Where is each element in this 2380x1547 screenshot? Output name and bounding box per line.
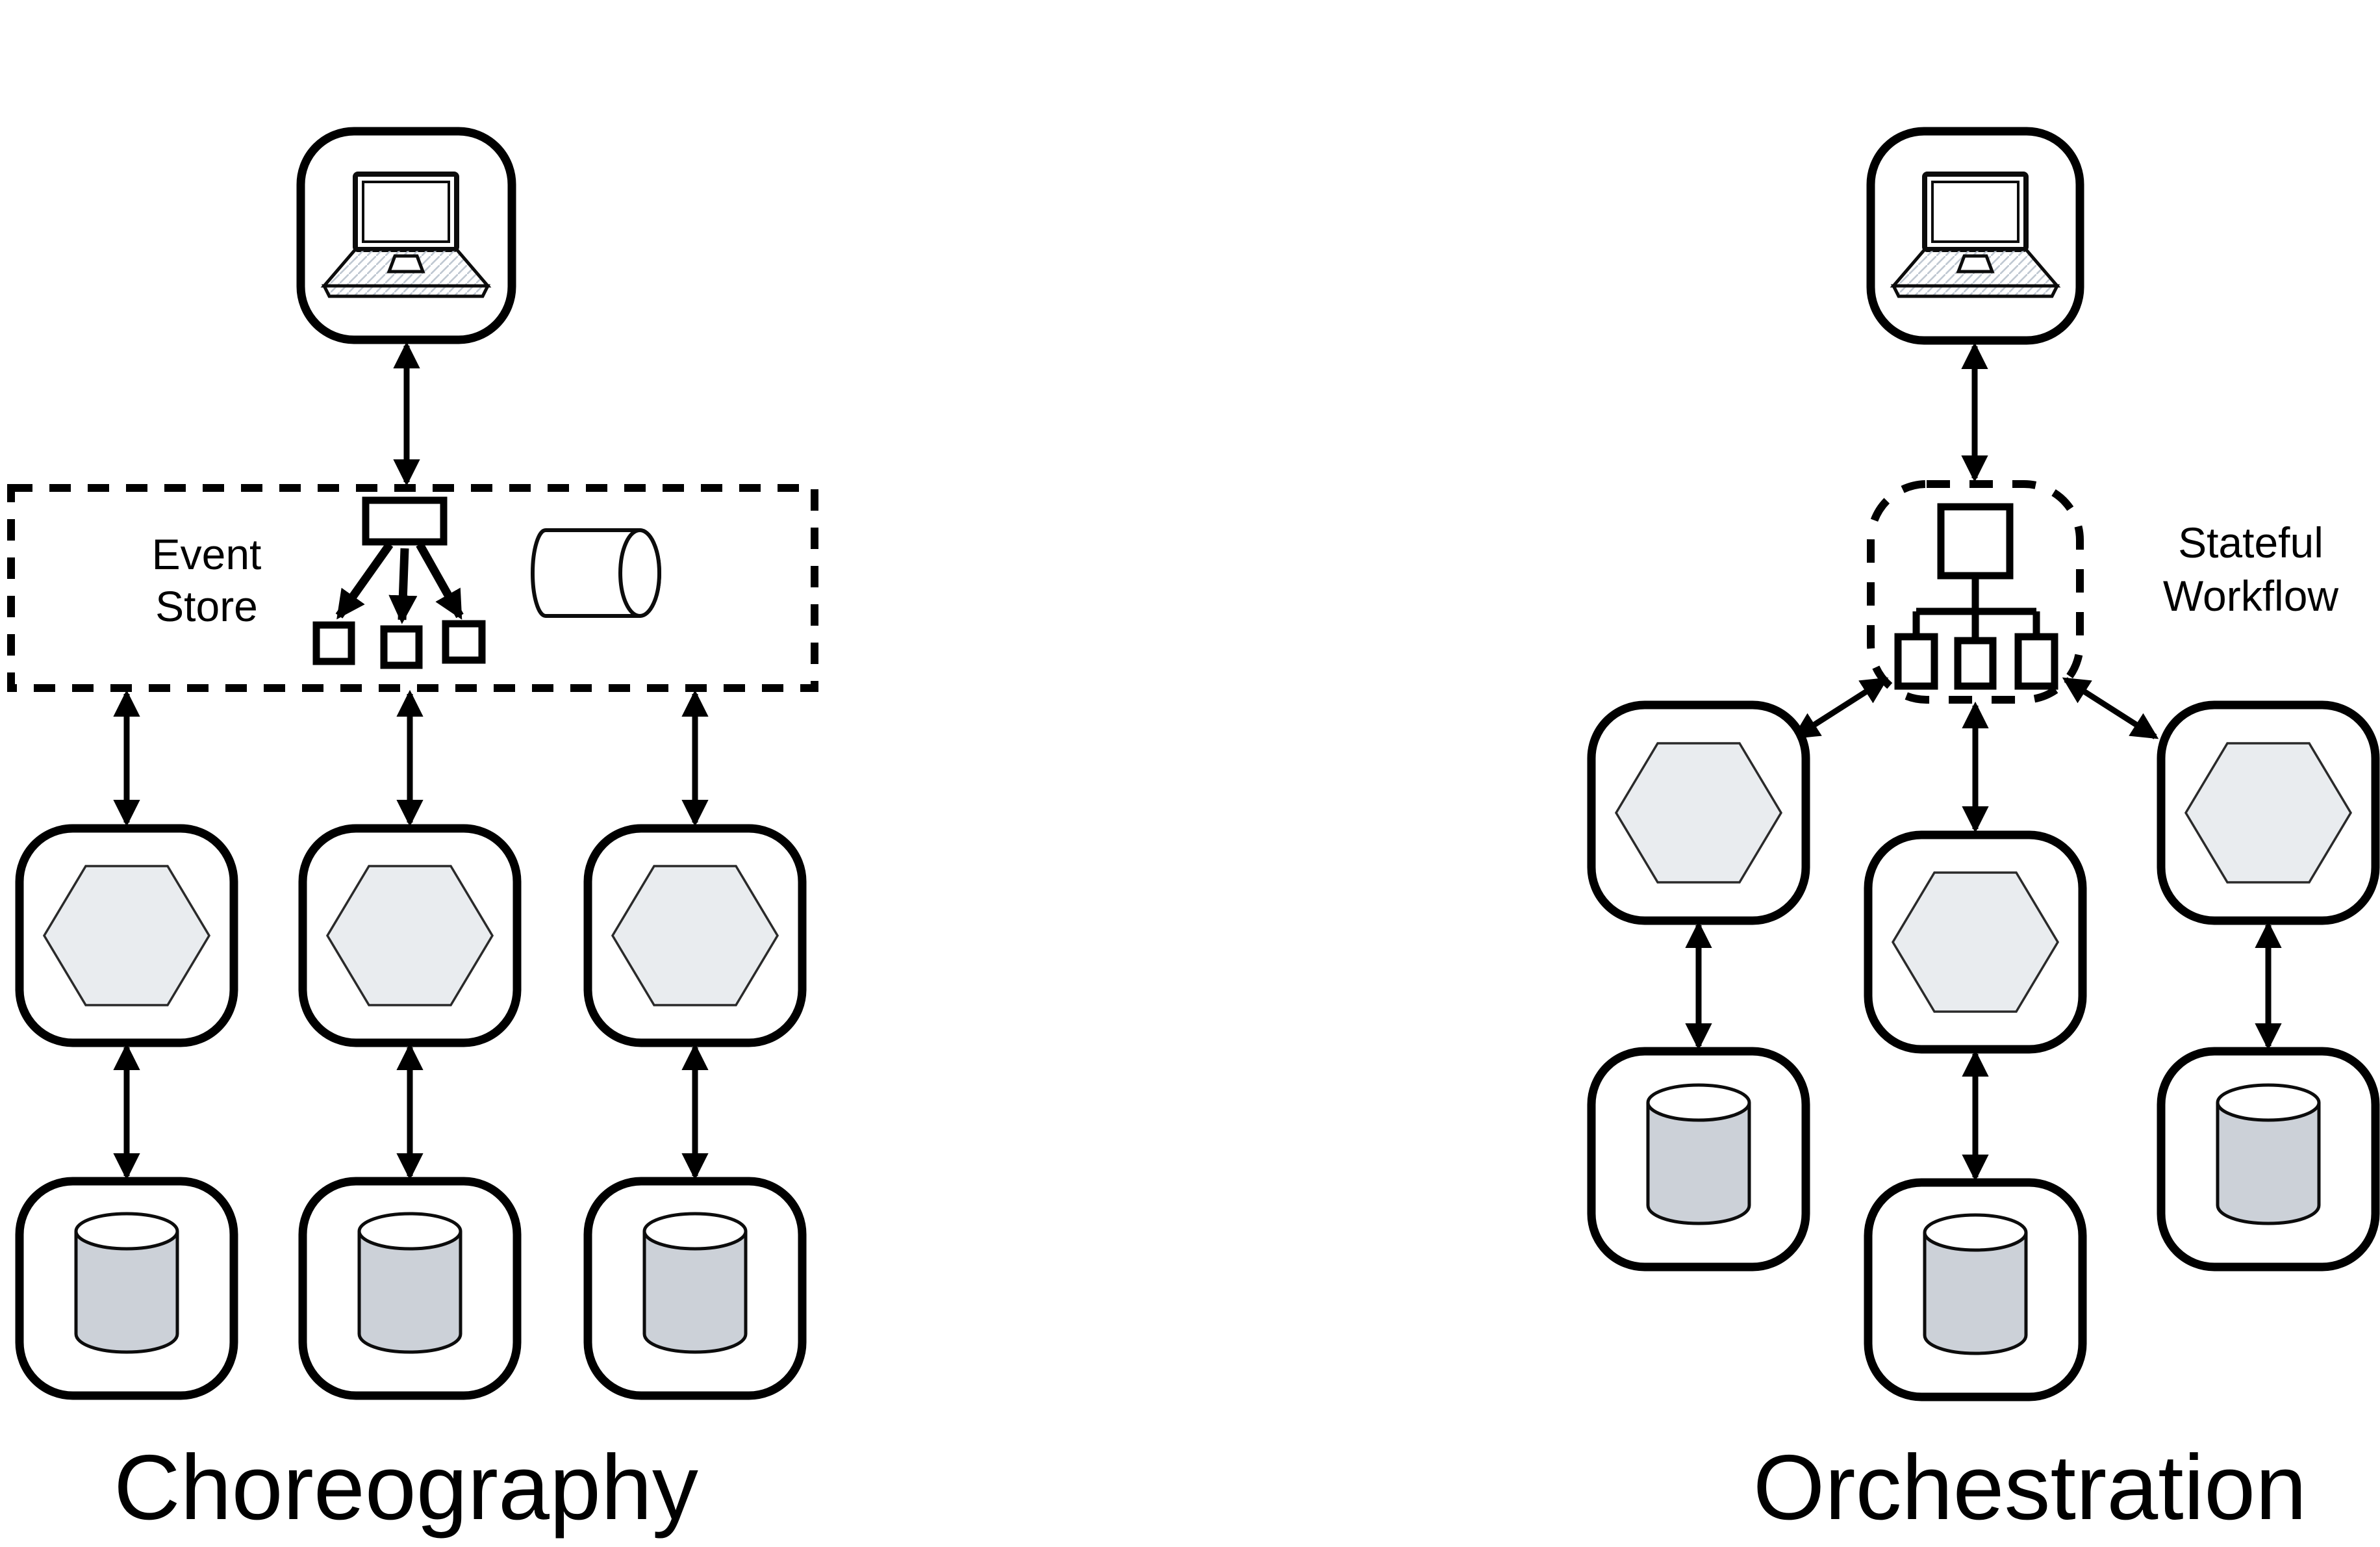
workflow-label-line1: Stateful [2178,518,2323,567]
database-node-left [1587,1047,1810,1272]
org-tree-icon [1894,503,2058,690]
client-node [1866,127,2084,345]
event-store-boundary [7,484,818,692]
workflow-boundary [1867,480,2084,704]
subscriber-box-left [312,621,355,665]
choreography-title: Choreography [114,1436,698,1539]
database-icon [2218,1085,2319,1223]
database-node-middle [1864,1178,2087,1401]
stateful-workflow: Stateful Workflow [1867,480,2338,704]
tree-leaf-left [1894,633,1938,690]
tree-leaf-right [2014,633,2058,690]
orchestration-diagram: Stateful Workflow [1587,127,2380,1539]
fanout-arrow-left [335,542,394,620]
database-icon [1925,1215,2026,1353]
event-store: Event Store [7,484,818,692]
log-cylinder-cap [618,528,661,618]
service-node-middle [1864,830,2087,1054]
service-node-2 [298,824,522,1047]
subscriber-box-middle [380,625,423,669]
publisher-box [362,496,448,546]
database-node-right [2157,1047,2380,1272]
subscriber-box-right [442,620,486,664]
event-store-label-line1: Event [152,530,262,578]
workflow-serviceright-arrow [2062,677,2159,739]
database-node-2 [298,1177,522,1400]
database-icon [76,1214,177,1352]
fanout-arrow-middle [388,548,418,624]
tree-root-box [1937,503,2014,580]
database-node-1 [15,1177,238,1400]
service-node-right [2157,700,2380,925]
fanout-publish-icon [312,496,486,669]
database-node-3 [583,1177,807,1400]
service-node-3 [583,824,807,1047]
tree-leaf-middle [1954,637,1997,690]
client-node [296,127,516,344]
database-icon [1648,1085,1749,1223]
fanout-arrow-right [416,542,464,620]
choreography-diagram: Event Store [7,127,818,1539]
database-icon [359,1214,461,1352]
service-node-left [1587,700,1810,925]
workflow-label-line2: Workflow [2163,572,2338,620]
event-store-label-line2: Store [155,582,258,630]
orchestration-title: Orchestration [1753,1436,2307,1539]
service-node-1 [15,824,238,1047]
workflow-serviceleft-arrow [1791,677,1889,739]
log-cylinder-icon [531,528,661,618]
database-icon [644,1214,746,1352]
